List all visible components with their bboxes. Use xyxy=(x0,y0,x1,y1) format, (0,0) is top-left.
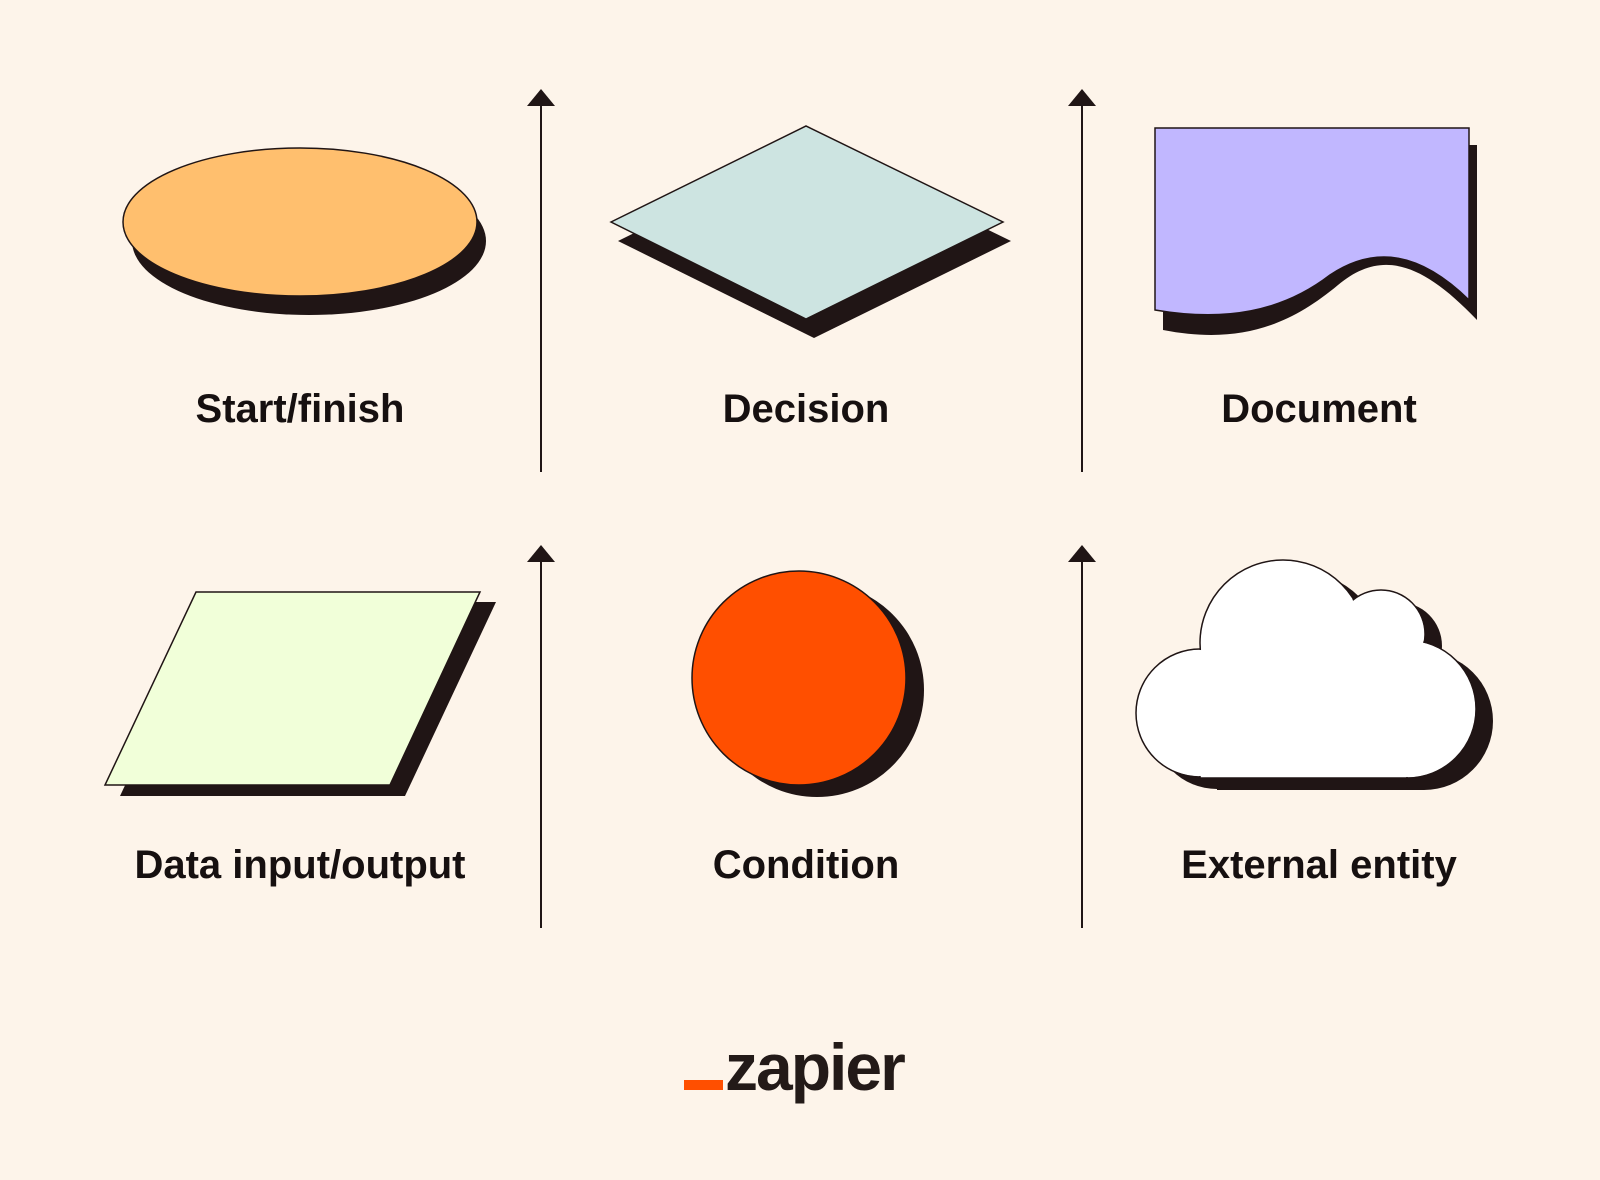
start-finish-label: Start/finish xyxy=(196,387,405,431)
external-entity-label: External entity xyxy=(1181,843,1457,887)
document-label: Document xyxy=(1221,387,1417,431)
external-entity-cloud-symbol xyxy=(1135,559,1493,790)
start-finish-oval-symbol xyxy=(122,147,486,315)
logo-accent-underscore xyxy=(684,1080,723,1090)
divider-arrow-top-right xyxy=(1068,89,1096,472)
zapier-logo: zapier xyxy=(684,1030,907,1104)
logo-wordmark: zapier xyxy=(725,1030,905,1104)
data-input-output-label: Data input/output xyxy=(134,843,465,887)
decision-label: Decision xyxy=(723,387,890,431)
divider-arrow-bottom-left xyxy=(527,545,555,928)
divider-arrow-bottom-right xyxy=(1068,545,1096,928)
condition-circle-symbol xyxy=(691,570,924,797)
decision-diamond-symbol xyxy=(609,125,1011,338)
data-input-output-parallelogram-symbol xyxy=(103,591,496,796)
divider-arrow-top-left xyxy=(527,89,555,472)
document-symbol xyxy=(1154,127,1477,335)
condition-label: Condition xyxy=(713,843,900,887)
